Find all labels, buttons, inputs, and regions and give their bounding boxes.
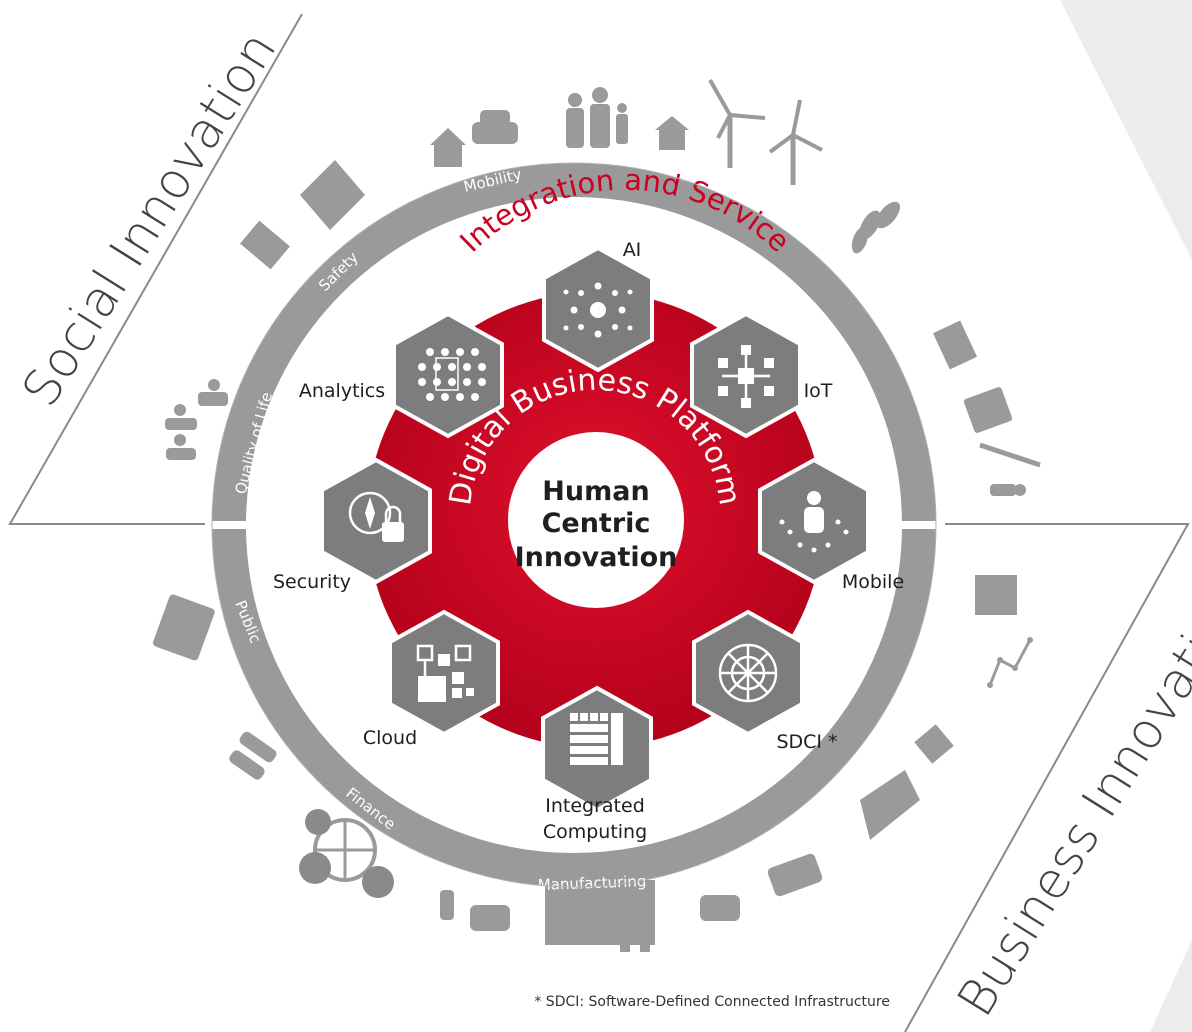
car-icon (440, 890, 740, 931)
iot-hexagon (690, 311, 802, 439)
right-panel-background (1060, 0, 1192, 1032)
iot-network-icon (718, 345, 774, 408)
sdci-hexagon (692, 609, 804, 737)
analytics-hexagon (392, 311, 504, 439)
factory-icon (152, 594, 655, 952)
wind-turbine-icon (708, 79, 823, 185)
people-icon (165, 379, 1026, 496)
books-icon (963, 387, 1013, 433)
mobile-label: Mobile (842, 571, 904, 593)
people-icon (566, 87, 628, 148)
center-circle (508, 432, 684, 608)
analytics-label: Analytics (299, 380, 385, 402)
sdci-label: SDCI * (776, 731, 837, 753)
globe-currency-icon (299, 809, 394, 898)
integrated-computing-hexagon (541, 685, 653, 813)
people-icon (229, 731, 277, 780)
data-grid-icon (418, 348, 486, 401)
store-icon (767, 724, 954, 897)
chart-icon (987, 637, 1033, 688)
center-line-1: Human (542, 476, 649, 507)
iot-label: IoT (804, 380, 833, 402)
car-icon (472, 110, 518, 144)
integrated-label-line1: Integrated (545, 795, 645, 817)
ai-network-icon (563, 282, 633, 338)
ring-label-education: Education (926, 386, 966, 463)
compass-lock-icon (348, 491, 404, 542)
ring-label-manufacturing: Manufacturing (538, 872, 647, 894)
integrated-label-line2: Computing (543, 821, 647, 843)
building-icon (240, 160, 1017, 615)
grid-overlay (435, 357, 459, 391)
sdci-footnote: * SDCI: Software-Defined Connected Infra… (534, 994, 890, 1010)
sdci-network-icon (718, 643, 778, 703)
center-line-2: Centric (542, 508, 651, 539)
outer-ring-edge (211, 162, 937, 888)
cloud-hexagon (388, 609, 500, 737)
social-chevron-line (8, 13, 303, 525)
ai-hexagon (542, 245, 654, 373)
pencil-icon (979, 442, 1041, 468)
mobile-user-icon (779, 491, 849, 553)
business-chevron-line (904, 523, 1190, 1032)
ai-label: AI (623, 239, 642, 261)
cloud-label: Cloud (363, 727, 417, 749)
security-label: Security (273, 571, 351, 593)
cloud-blocks-icon (416, 644, 474, 702)
center-line-3: Innovation (515, 542, 678, 573)
server-rack-icon (570, 713, 623, 765)
wheat-icon (851, 201, 900, 254)
social-innovation-title: Social Innovation (11, 22, 287, 416)
house-icon (430, 116, 689, 167)
security-hexagon (320, 457, 432, 585)
business-innovation-title: Business Innovation (946, 572, 1192, 1026)
mobile-hexagon (758, 457, 870, 585)
